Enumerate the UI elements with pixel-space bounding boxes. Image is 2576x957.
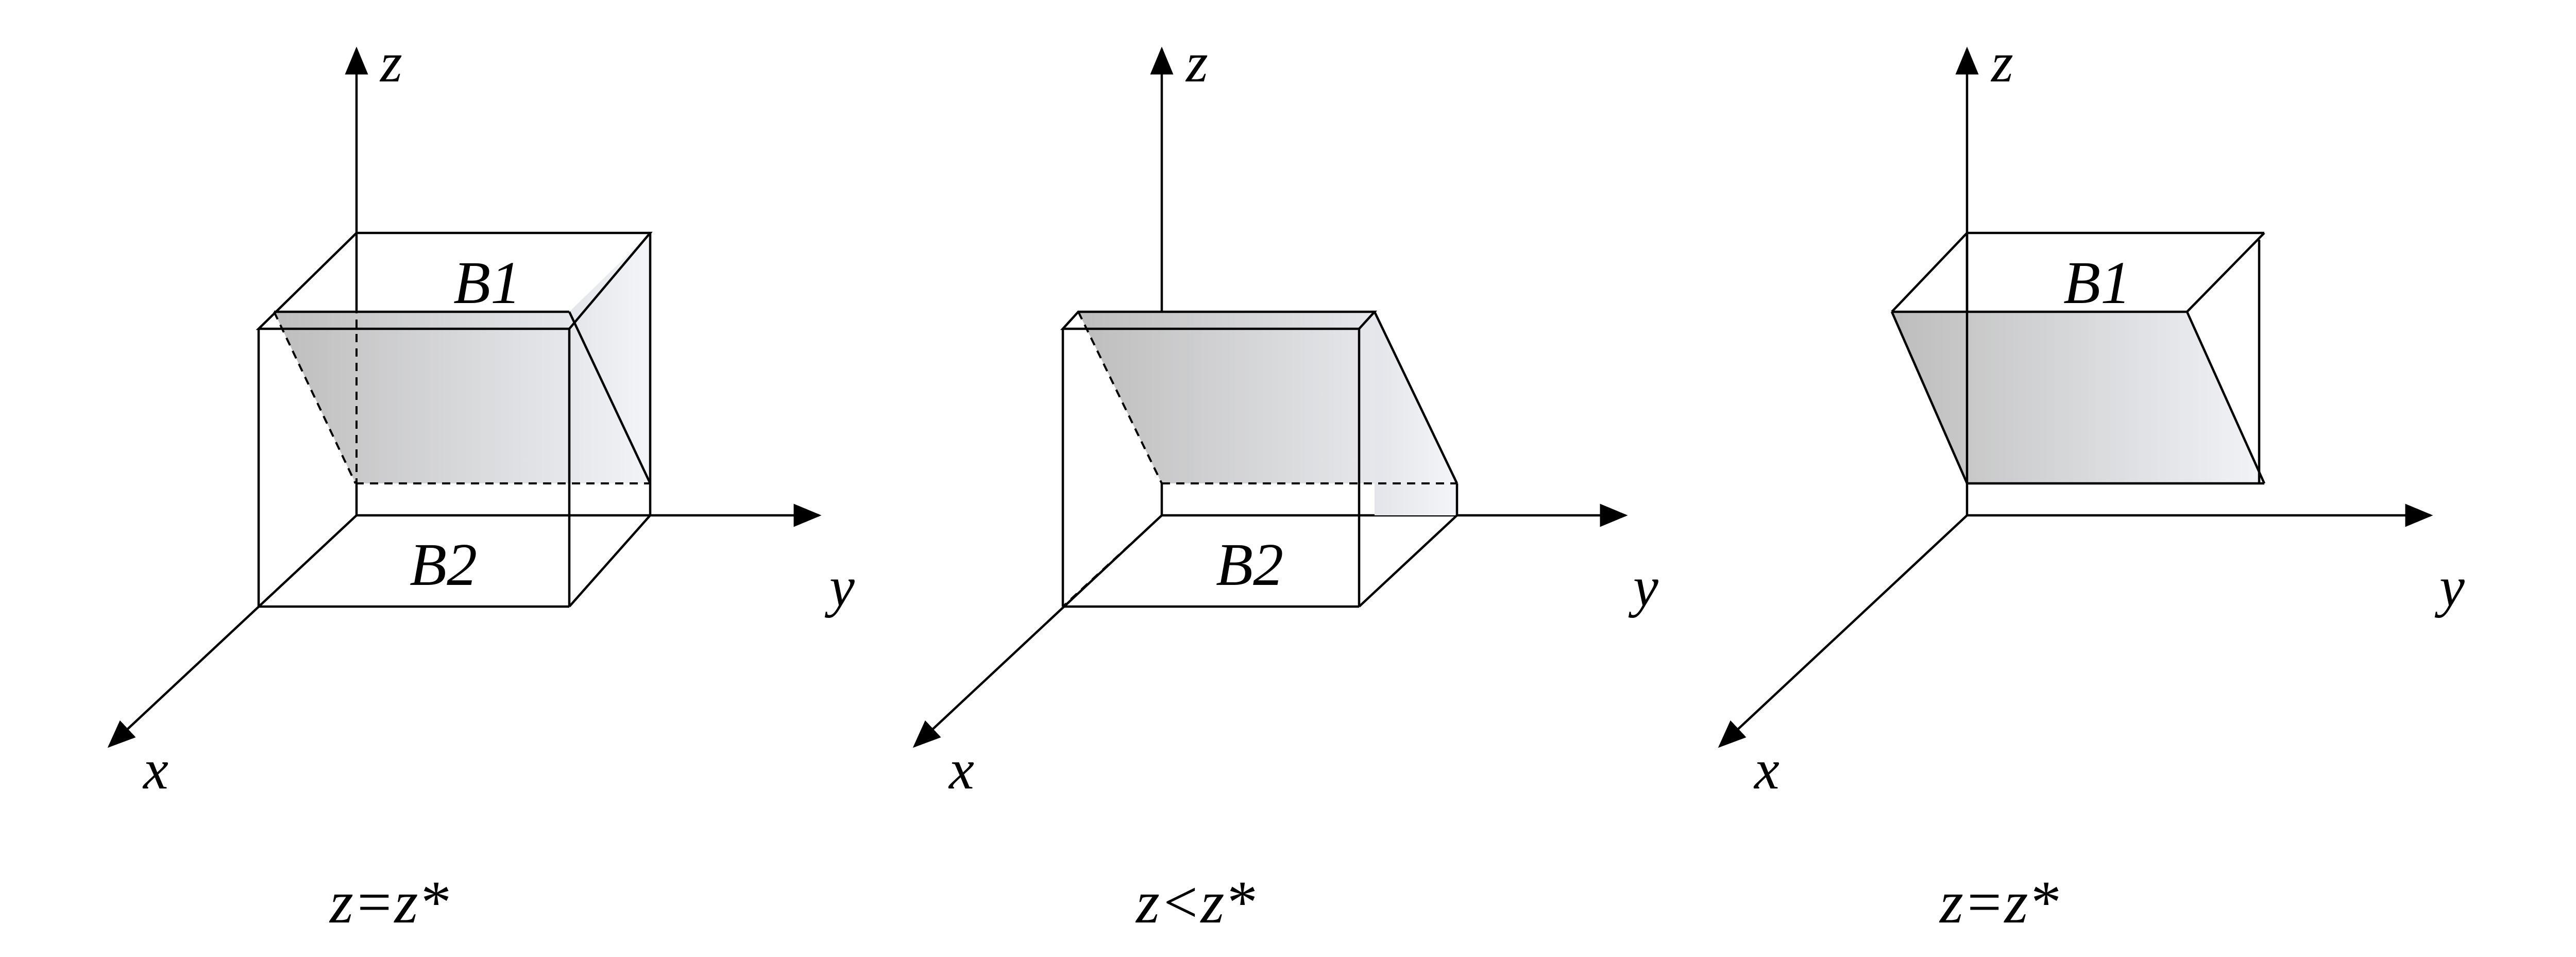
z-axis-label: z: [379, 31, 402, 94]
hidden-slant-edge: [1077, 311, 1163, 484]
caption-3: z=z*: [1939, 868, 2058, 936]
right-slant-edge: [2185, 311, 2266, 484]
shaded-face: [1892, 312, 2264, 483]
shaded-front-face: [274, 312, 650, 483]
y-axis-label: y: [824, 555, 855, 618]
shade-slant-edge: [1373, 311, 1459, 484]
z-axis-label: z: [1185, 31, 1208, 94]
top-left-edge: [1891, 232, 1968, 313]
panel-3: z y x B1 z=z*: [1718, 31, 2465, 936]
panel-2: z y x B2 z<z*: [912, 31, 1658, 936]
panel-3-shaded-region: [1892, 312, 2264, 483]
z-axis-label: z: [1990, 31, 2013, 94]
box-bottom-right-edge: [1358, 514, 1458, 608]
shaded-side-face: [1375, 312, 1457, 515]
panel-1: z y x B1 B2 z=z*: [107, 31, 855, 936]
box-bottom-right-edge: [568, 514, 651, 608]
hidden-bottom-diag-edge: [1062, 514, 1163, 608]
y-axis-label: y: [2434, 555, 2465, 618]
caption-1: z=z*: [329, 868, 448, 936]
shade-slant-edge: [568, 311, 652, 484]
x-axis: [107, 514, 358, 748]
label-b1: B1: [453, 249, 521, 316]
panel-1-axes: z y x: [107, 31, 855, 801]
x-axis-label: x: [142, 738, 168, 801]
label-b2: B2: [410, 531, 477, 598]
x-axis-label: x: [1753, 738, 1780, 801]
x-axis: [912, 514, 1163, 748]
panel-2-shaded-region: [1078, 312, 1457, 515]
x-axis: [1718, 514, 1968, 748]
left-slant-edge: [1890, 311, 1969, 484]
label-b1: B1: [2063, 249, 2131, 316]
shaded-front-face: [1078, 312, 1457, 483]
panel-1-shaded-region: [274, 233, 650, 483]
label-b2: B2: [1216, 531, 1283, 598]
hidden-bottom-diag-edge: [258, 514, 358, 608]
panel-2-box: [1060, 310, 1459, 608]
y-axis-label: y: [1628, 555, 1658, 618]
top-right-edge: [2186, 232, 2265, 313]
panel-3-shape: [1890, 231, 2266, 485]
x-axis-label: x: [948, 738, 974, 801]
shaded-side-face: [569, 233, 650, 483]
hidden-slant-edge: [273, 311, 357, 484]
caption-2: z<z*: [1135, 868, 1255, 936]
panel-1-box: [256, 231, 653, 608]
